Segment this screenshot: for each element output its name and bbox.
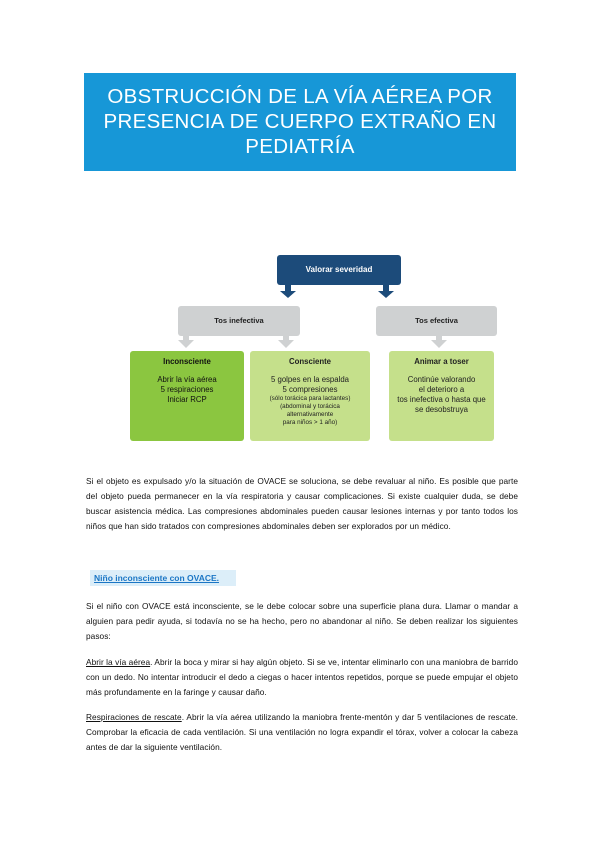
title-line-1: OBSTRUCCIÓN DE LA VÍA AÉREA POR	[107, 85, 493, 108]
step-text-respiraciones-rescate: . Abrir la vía aérea utilizando la manio…	[86, 712, 518, 752]
node-tos-efectiva: Tos efectiva	[376, 306, 497, 336]
node-inconsciente: Inconsciente Abrir la vía aérea 5 respir…	[130, 351, 244, 441]
node-tos-inefectiva: Tos inefectiva	[178, 306, 300, 336]
node-animar-line: se desobstruya	[415, 405, 468, 414]
node-inconsciente-line: Abrir la vía aérea	[157, 375, 217, 384]
node-animar-head: Animar a toser	[414, 357, 469, 366]
node-consciente-note: para niños > 1 año)	[282, 419, 338, 426]
step-label-abrir-via-aerea: Abrir la vía aérea	[86, 657, 151, 667]
node-animar-a-toser: Animar a toser Continúe valorando el det…	[389, 351, 494, 441]
title-line-3: PEDIATRÍA	[245, 135, 355, 158]
node-consciente-line: 5 compresiones	[282, 385, 338, 394]
step-label-respiraciones-rescate: Respiraciones de rescate	[86, 712, 182, 722]
node-consciente-note: (sólo torácica para lactantes)	[269, 395, 351, 402]
paragraph-reevaluacion: Si el objeto es expulsado y/o la situaci…	[86, 476, 518, 531]
node-inconsciente-head: Inconsciente	[163, 357, 211, 366]
paragraph-respiraciones-rescate: Respiraciones de rescate. Abrir la vía a…	[86, 710, 518, 755]
arrow-head-inconsciente	[178, 340, 194, 348]
node-animar-line: Continúe valorando	[407, 375, 476, 384]
paragraph-abrir-via-aerea: Abrir la vía aérea. Abrir la boca y mira…	[86, 655, 518, 700]
node-consciente-head: Consciente	[288, 357, 332, 366]
node-animar-line: el deterioro a	[418, 385, 465, 394]
node-consciente-line: 5 golpes en la espalda	[270, 375, 350, 384]
title-line-2: PRESENCIA DE CUERPO EXTRAÑO EN	[103, 110, 497, 133]
paragraph-nino-inconsciente: Si el niño con OVACE está inconsciente, …	[86, 601, 518, 641]
arrow-head-consciente	[278, 340, 294, 348]
arrow-head-right	[378, 291, 394, 298]
node-animar-line: tos inefectiva o hasta que	[397, 395, 486, 404]
arrow-head-animar	[431, 340, 447, 348]
node-valorar-severidad: Valorar severidad	[277, 255, 401, 285]
node-inconsciente-line: 5 respiraciones	[160, 385, 214, 394]
node-consciente-note: (abdominal y torácica	[280, 403, 340, 410]
node-inconsciente-line: Iniciar RCP	[167, 395, 207, 404]
document-title: OBSTRUCCIÓN DE LA VÍA AÉREA POR PRESENCI…	[84, 73, 516, 171]
node-consciente: Consciente 5 golpes en la espalda 5 comp…	[250, 351, 370, 441]
section-heading-nino-inconsciente: Niño inconsciente con OVACE.	[90, 570, 236, 586]
arrow-head-left	[280, 291, 296, 298]
node-consciente-note: alternativamente	[286, 411, 334, 418]
step-text-abrir-via-aerea: . Abrir la boca y mirar si hay algún obj…	[86, 657, 518, 697]
